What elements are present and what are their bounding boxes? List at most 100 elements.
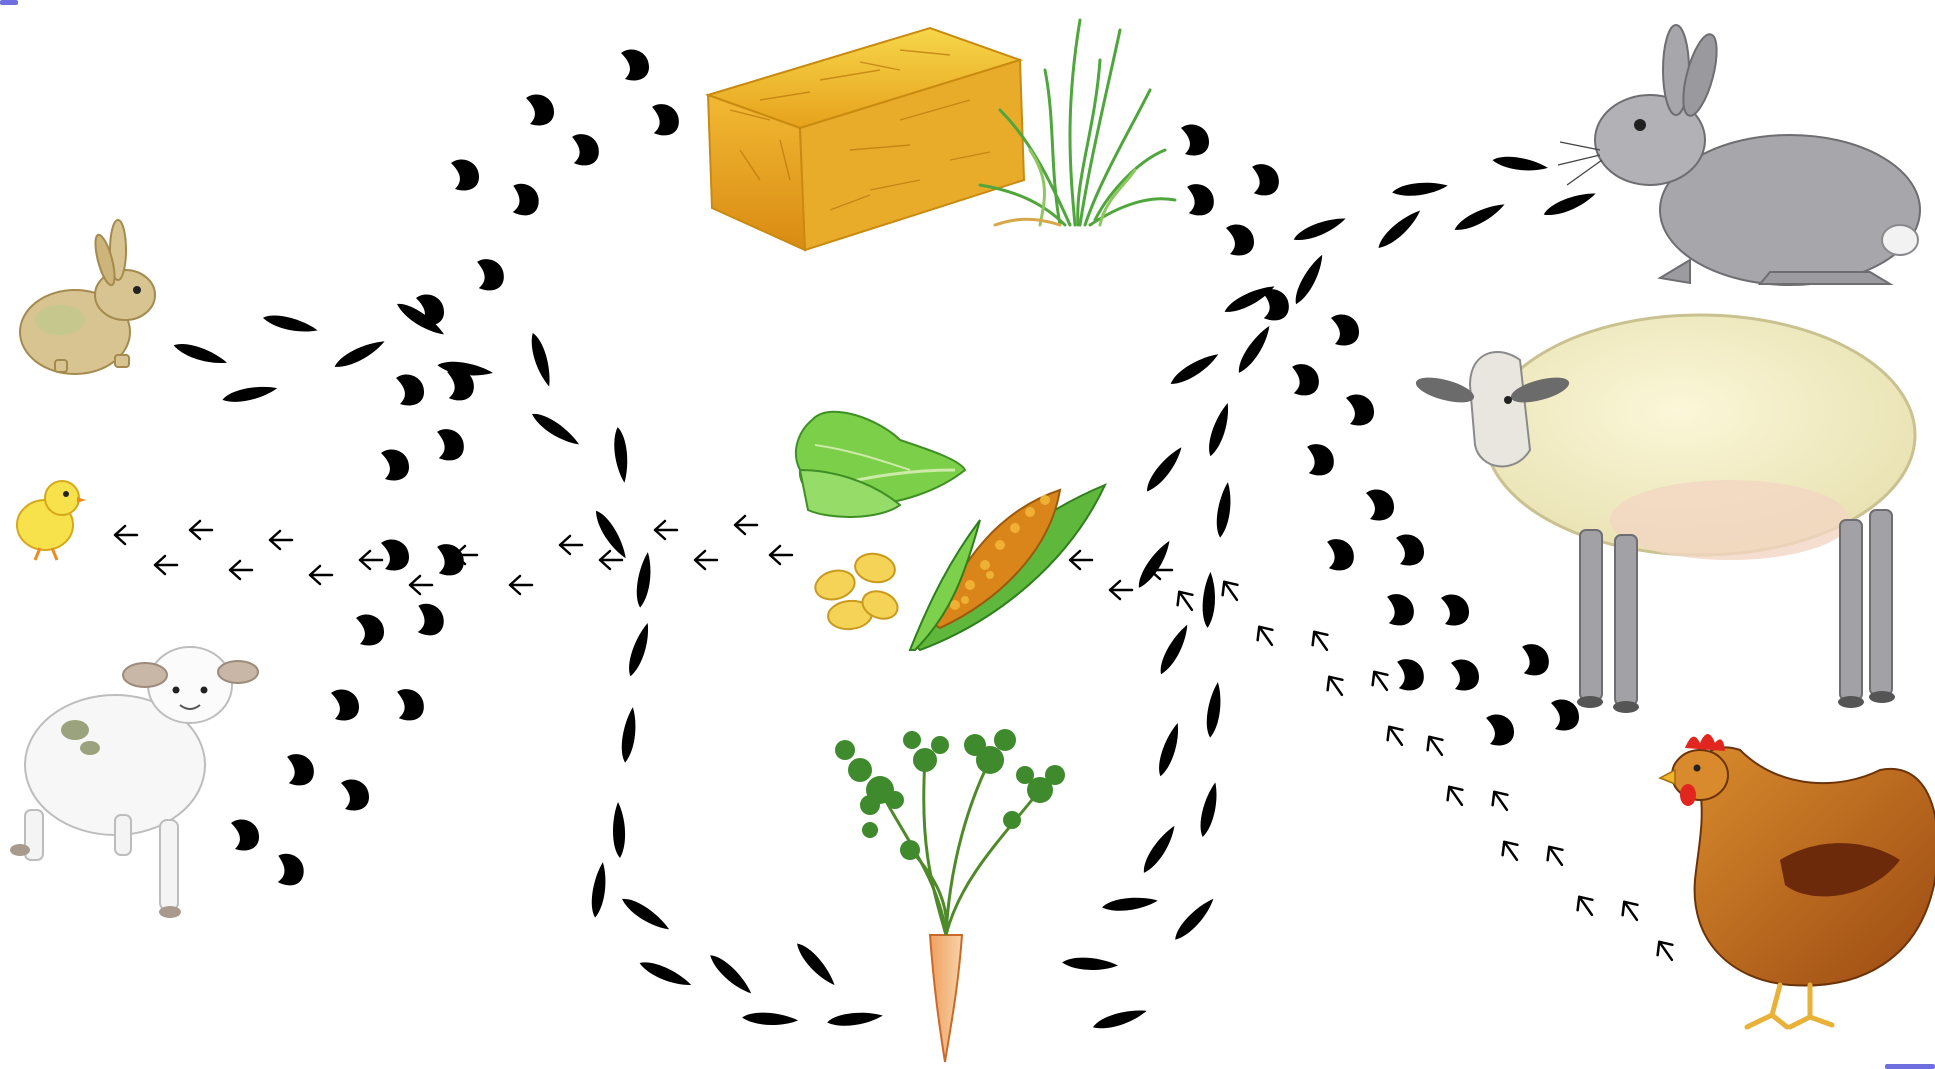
bird-footprint-icon bbox=[115, 526, 137, 544]
rabbit-footprint-icon bbox=[793, 939, 838, 990]
hoof-print-icon bbox=[1451, 659, 1479, 690]
hoof-print-icon bbox=[475, 258, 506, 291]
hoof-print-icon bbox=[1385, 593, 1416, 626]
rabbit-footprint-icon bbox=[612, 426, 629, 483]
rabbit-footprint-icon bbox=[1142, 444, 1187, 495]
rabbit-footprint-icon bbox=[1154, 721, 1185, 778]
carrot-icon bbox=[835, 729, 1065, 1062]
rabbit-footprint-icon bbox=[619, 893, 672, 935]
rabbit-footprint-icon bbox=[1492, 153, 1549, 175]
rabbit-footprint-icon bbox=[592, 507, 630, 562]
hoof-print-icon bbox=[621, 49, 649, 80]
bird-footprint-icon bbox=[1652, 937, 1679, 965]
bird-footprint-icon bbox=[1487, 787, 1514, 815]
hoof-print-icon bbox=[435, 428, 466, 461]
rabbit-footprint-icon bbox=[742, 1011, 799, 1028]
young-rabbit-icon bbox=[20, 220, 155, 374]
rabbit-footprint-icon bbox=[1291, 214, 1348, 245]
rabbit-footprint-icon bbox=[618, 706, 640, 763]
bird-footprint-icon bbox=[600, 551, 622, 569]
rabbit-footprint-icon bbox=[529, 408, 582, 450]
rabbit-footprint-icon bbox=[1391, 181, 1448, 198]
rabbit-footprint-icon bbox=[624, 621, 655, 678]
hay-bale-icon bbox=[708, 28, 1024, 250]
hoof-print-icon bbox=[1346, 394, 1374, 425]
bird-footprint-icon bbox=[410, 576, 432, 594]
hen-icon bbox=[1660, 734, 1935, 1027]
bird-footprint-icon bbox=[735, 516, 757, 534]
bird-footprint-icon bbox=[310, 566, 332, 584]
rabbit-footprint-icon bbox=[332, 337, 388, 372]
hoof-print-icon bbox=[331, 689, 359, 720]
bird-footprint-icon bbox=[1217, 577, 1244, 605]
bird-footprint-icon bbox=[770, 546, 792, 564]
rabbit-footprint-icon bbox=[1133, 538, 1175, 591]
rabbit-footprint-icon bbox=[1290, 252, 1328, 307]
bird-footprint-icon bbox=[1422, 732, 1449, 760]
hoof-print-icon bbox=[1441, 594, 1469, 625]
hoof-print-icon bbox=[381, 539, 409, 570]
rabbit-footprint-icon bbox=[1203, 681, 1225, 738]
hoof-print-icon bbox=[396, 374, 424, 405]
bird-footprint-icon bbox=[270, 531, 292, 549]
rabbit-footprint-icon bbox=[1155, 622, 1193, 677]
bird-footprint-icon bbox=[1382, 722, 1409, 750]
bird-footprint-icon bbox=[155, 556, 177, 574]
hoof-print-icon bbox=[1250, 163, 1281, 196]
rabbit-footprint-icon bbox=[221, 383, 278, 405]
hoof-print-icon bbox=[285, 753, 316, 786]
rabbit-footprint-icon bbox=[1167, 350, 1222, 388]
bird-footprint-icon bbox=[1572, 892, 1599, 920]
hoof-print-icon bbox=[381, 449, 409, 480]
hoof-print-icon bbox=[1551, 699, 1579, 730]
bird-footprint-icon bbox=[655, 521, 677, 539]
bird-footprint-icon bbox=[1367, 667, 1394, 695]
rabbit-footprint-icon bbox=[1452, 200, 1508, 235]
bird-footprint-icon bbox=[360, 551, 382, 569]
rabbit-footprint-icon bbox=[1170, 895, 1218, 943]
rabbit-footprint-icon bbox=[1138, 823, 1180, 876]
rabbit-footprint-icon bbox=[613, 802, 625, 858]
hoof-print-icon bbox=[1520, 643, 1551, 676]
bird-footprint-icon bbox=[1070, 551, 1092, 569]
rabbit-footprint-icon bbox=[1201, 571, 1218, 628]
rabbit-footprint-icon bbox=[1374, 207, 1425, 252]
rabbit-footprint-icon bbox=[172, 339, 229, 370]
rabbit-footprint-icon bbox=[1213, 481, 1235, 538]
rabbit-footprint-icon bbox=[637, 957, 693, 992]
hoof-print-icon bbox=[526, 94, 554, 125]
rabbit-footprint-icon bbox=[1062, 956, 1119, 973]
rabbit-footprint-icon bbox=[588, 861, 610, 918]
hoof-print-icon bbox=[1331, 314, 1359, 345]
hoof-print-icon bbox=[1305, 443, 1336, 476]
sheep-icon bbox=[1413, 315, 1915, 713]
rabbit-footprint-icon bbox=[1091, 1006, 1148, 1032]
bird-footprint-icon bbox=[1322, 672, 1349, 700]
rabbit-footprint-icon bbox=[633, 551, 655, 608]
bird-footprint-icon bbox=[1110, 581, 1132, 599]
bird-footprint-icon bbox=[510, 576, 532, 594]
hoof-print-icon bbox=[274, 852, 307, 887]
hoof-print-icon bbox=[1395, 658, 1426, 691]
rabbit-footprint-icon bbox=[528, 331, 554, 388]
hoof-print-icon bbox=[1181, 124, 1209, 155]
hoof-print-icon bbox=[1486, 714, 1514, 745]
hoof-print-icon bbox=[1290, 363, 1321, 396]
rabbit-footprint-icon bbox=[1541, 189, 1598, 220]
bird-footprint-icon bbox=[695, 551, 717, 569]
bird-footprint-icon bbox=[1172, 587, 1199, 615]
hoof-print-icon bbox=[509, 182, 542, 217]
hoof-print-icon bbox=[570, 133, 601, 166]
hoof-print-icon bbox=[1366, 489, 1394, 520]
hoof-print-icon bbox=[650, 103, 681, 136]
bird-footprint-icon bbox=[1542, 842, 1569, 870]
rabbit-footprint-icon bbox=[1196, 781, 1222, 838]
bird-footprint-icon bbox=[1442, 782, 1469, 810]
rabbit-footprint-icon bbox=[826, 1011, 883, 1028]
bird-footprint-icon bbox=[1307, 627, 1334, 655]
hoof-print-icon bbox=[395, 688, 426, 721]
bird-footprint-icon bbox=[190, 521, 212, 539]
hoof-print-icon bbox=[1226, 224, 1254, 255]
bird-footprint-icon bbox=[1252, 622, 1279, 650]
